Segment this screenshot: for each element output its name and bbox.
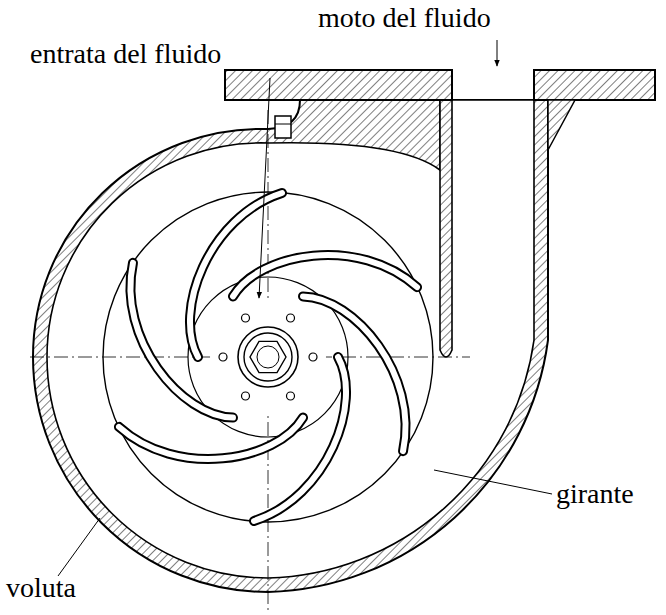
part-label: girante bbox=[556, 478, 634, 510]
leader-line bbox=[434, 470, 552, 494]
outlet-flange bbox=[534, 70, 655, 100]
volute-casing bbox=[33, 100, 548, 592]
impeller bbox=[87, 192, 449, 522]
part-label: moto del fluido bbox=[318, 2, 491, 34]
part-label: entrata del fluido bbox=[30, 38, 221, 70]
flow-arrow bbox=[497, 40, 498, 66]
bolt-holes bbox=[219, 314, 317, 400]
leader-line bbox=[259, 78, 270, 298]
flange-rib bbox=[548, 100, 575, 150]
impeller-blades bbox=[87, 193, 449, 521]
volute-tongue bbox=[440, 100, 452, 357]
leader-line bbox=[58, 518, 100, 576]
casing-plug bbox=[275, 124, 291, 125]
casing-plug bbox=[275, 116, 291, 138]
volute-channel bbox=[47, 100, 534, 578]
outlet-flange bbox=[225, 70, 452, 100]
part-label: voluta bbox=[6, 572, 76, 604]
